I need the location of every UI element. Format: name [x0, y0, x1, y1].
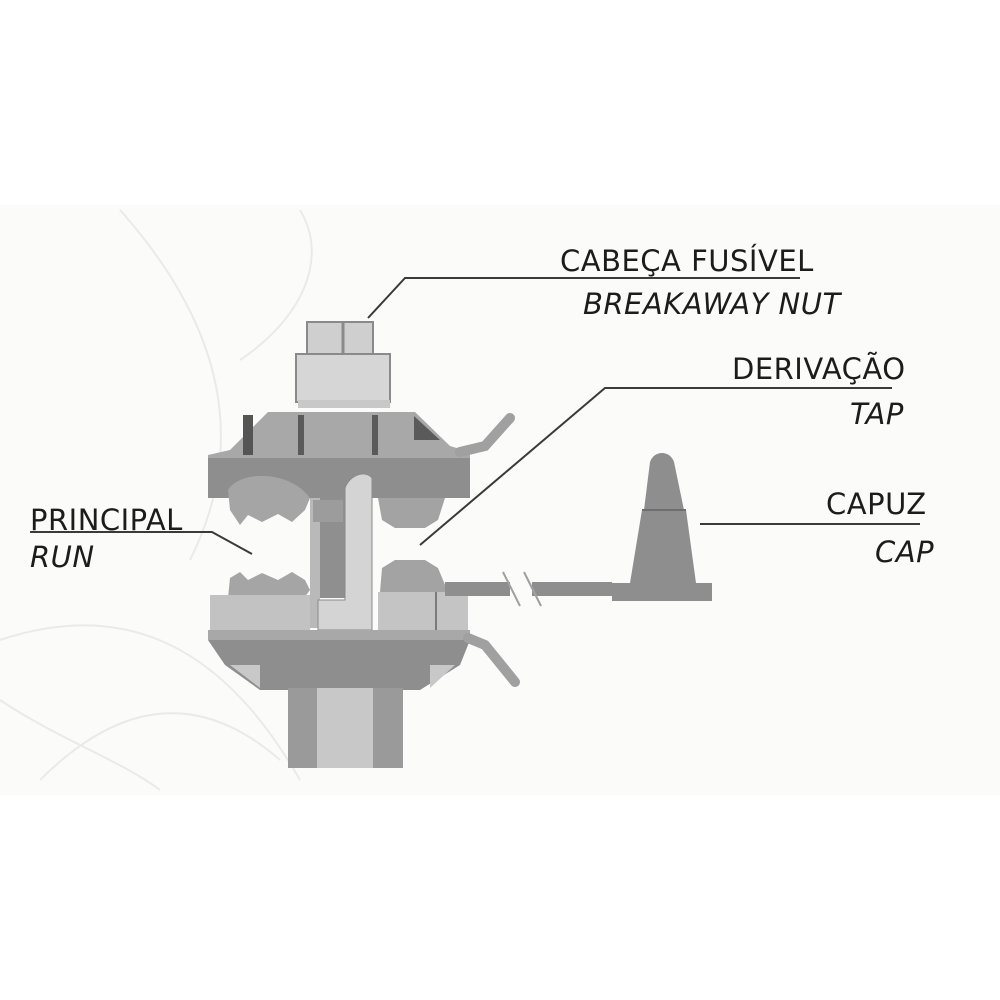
tap-conductor-seat — [372, 458, 470, 634]
leader-run — [30, 531, 253, 555]
label-run-pt: PRINCIPAL — [30, 503, 183, 537]
label-cap-en: CAP — [875, 535, 935, 569]
leader-breakaway-nut — [367, 277, 800, 319]
tap-cable — [445, 571, 612, 607]
label-cap-pt: CAPUZ — [826, 487, 927, 521]
background-decoration — [0, 209, 313, 791]
center-bolt-column — [310, 473, 373, 631]
leader-lines — [30, 277, 920, 555]
leader-tap — [419, 387, 892, 546]
label-run-en: RUN — [30, 540, 95, 574]
run-conductor-seat — [210, 475, 310, 635]
end-cap — [612, 453, 712, 601]
label-breakaway-nut-pt: CABEÇA FUSÍVEL — [560, 244, 814, 278]
label-breakaway-nut-en: BREAKAWAY NUT — [583, 287, 841, 321]
lower-body — [208, 630, 520, 690]
bolt-shank — [288, 688, 403, 768]
breakaway-nut — [295, 321, 391, 408]
label-tap-en: TAP — [850, 397, 904, 431]
label-tap-pt: DERIVAÇÃO — [732, 352, 906, 386]
background-panel — [0, 205, 1000, 795]
